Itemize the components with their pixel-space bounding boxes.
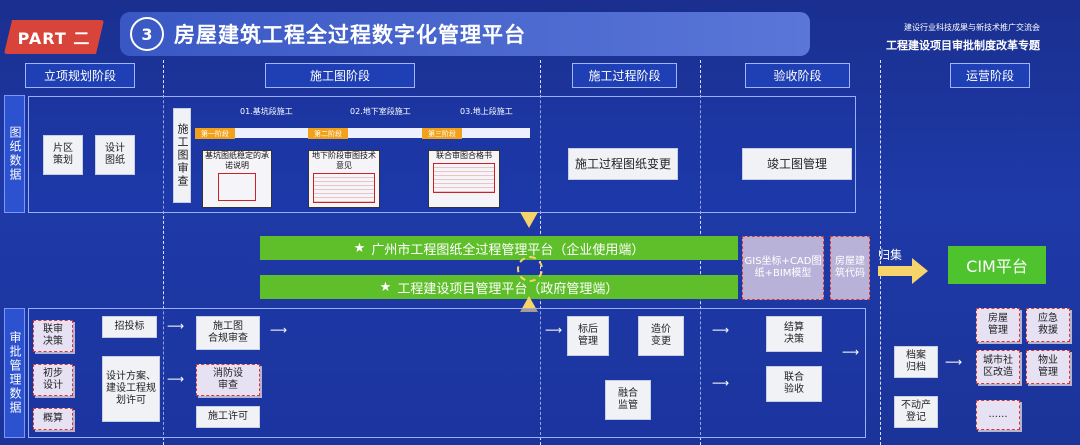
cert-basement-opinion-title: 地下阶段审图技术意见 bbox=[312, 151, 376, 170]
approval-item-archiving: 档案 归档 bbox=[894, 346, 938, 378]
stage-header-lixiang: 立项规划阶段 bbox=[25, 63, 135, 88]
phase-chip-2: 第二阶段 bbox=[308, 128, 348, 139]
arrow-right-icon: ⟶ bbox=[167, 372, 185, 386]
title-bar: 3 房屋建筑工程全过程数字化管理平台 bbox=[120, 12, 810, 56]
arrow-right-icon bbox=[912, 258, 928, 284]
cert-joint-review-title: 联合审图合格书 bbox=[436, 151, 492, 160]
side-label-drawings: 图纸数据 bbox=[4, 95, 25, 213]
sync-cycle-icon bbox=[517, 256, 543, 282]
star-icon: ★ bbox=[353, 240, 366, 256]
arrow-down-icon bbox=[520, 212, 538, 228]
arrow-right-icon: ⟶ bbox=[945, 355, 963, 369]
drawing-item-design: 设计 图纸 bbox=[95, 135, 135, 175]
stage-divider bbox=[163, 60, 164, 445]
collect-label: 归集 bbox=[878, 248, 903, 262]
arrow-right-icon: ⟶ bbox=[712, 323, 730, 337]
arrow-right-icon: ⟶ bbox=[167, 319, 185, 333]
stage-header-operation: 运营阶段 bbox=[950, 63, 1030, 88]
approval-item-preliminary-design: 初步 设计 bbox=[33, 364, 73, 396]
phase-chip-1: 第一阶段 bbox=[195, 128, 235, 139]
approval-item-post-bid-management: 标后 管理 bbox=[567, 316, 609, 356]
document-thumbnail-icon bbox=[433, 163, 495, 193]
approval-item-settlement: 结算 决策 bbox=[766, 316, 822, 352]
phase-label-2: 02.地下室段施工 bbox=[350, 107, 411, 116]
gis-cad-bim-box: GIS坐标+CAD图纸+BIM模型 bbox=[742, 236, 824, 300]
cert-joint-review: 联合审图合格书 bbox=[428, 150, 500, 208]
operation-item-more: ...... bbox=[976, 400, 1020, 430]
cert-basement-opinion: 地下阶段审图技术意见 bbox=[308, 150, 380, 208]
collect-arrow-shaft bbox=[878, 266, 914, 276]
operation-item-emergency: 应急 救援 bbox=[1026, 308, 1070, 342]
arrow-right-icon: ⟶ bbox=[712, 376, 730, 390]
building-code-box: 房屋建筑代码 bbox=[830, 236, 870, 300]
approval-item-joint-decision: 联审 决策 bbox=[33, 320, 73, 352]
side-label-approval-text: 审批管理数据 bbox=[8, 331, 22, 415]
part-badge: PART 二 bbox=[4, 20, 104, 54]
approval-item-integrated-supervision: 融合 监管 bbox=[605, 380, 651, 420]
operation-item-community-renewal: 城市社 区改造 bbox=[976, 350, 1020, 384]
approval-panel bbox=[28, 308, 866, 438]
document-thumbnail-icon bbox=[313, 173, 375, 203]
phase-label-1: 01.基坑段施工 bbox=[240, 107, 293, 116]
arrow-right-icon: ⟶ bbox=[270, 323, 288, 337]
phase-chip-3: 第三阶段 bbox=[422, 128, 462, 139]
stage-divider bbox=[880, 60, 881, 445]
stage-header-process: 施工过程阶段 bbox=[572, 63, 677, 88]
star-icon: ★ bbox=[379, 279, 392, 295]
approval-item-property-registration: 不动产 登记 bbox=[894, 396, 938, 428]
approval-item-budget: 概算 bbox=[33, 408, 73, 430]
approval-item-fire-review: 消防设 审查 bbox=[196, 364, 260, 396]
as-built-drawing-management: 竣工图管理 bbox=[742, 148, 852, 180]
operation-item-property-management: 物业 管理 bbox=[1026, 350, 1070, 384]
government-platform-label: 工程建设项目管理平台（政府管理端） bbox=[397, 281, 619, 297]
arrow-right-icon: ⟶ bbox=[842, 345, 860, 359]
enterprise-platform-label: 广州市工程图纸全过程管理平台（企业使用端） bbox=[371, 242, 645, 258]
page-title: 房屋建筑工程全过程数字化管理平台 bbox=[174, 23, 526, 47]
stage-header-shigongtu: 施工图阶段 bbox=[265, 63, 415, 88]
cert-foundation-commitment-title: 基坑图纸稳定的承诺说明 bbox=[205, 151, 269, 170]
approval-item-construction-permit: 施工许可 bbox=[196, 406, 260, 428]
phase-timeline bbox=[195, 128, 530, 138]
arrow-right-icon: ⟶ bbox=[545, 323, 563, 337]
enterprise-platform-bar: ★ 广州市工程图纸全过程管理平台（企业使用端） bbox=[260, 236, 738, 260]
cim-platform: CIM平台 bbox=[948, 246, 1046, 284]
theme-line: 工程建设项目审批制度改革专题 bbox=[886, 39, 1040, 52]
approval-item-bidding: 招投标 bbox=[102, 316, 157, 338]
part-label: PART 二 bbox=[17, 29, 91, 48]
operation-item-housing: 房屋 管理 bbox=[976, 308, 1020, 342]
phase-label-3: 03.地上段施工 bbox=[460, 107, 513, 116]
drawing-item-area-planning: 片区 策划 bbox=[43, 135, 83, 175]
approval-item-joint-acceptance: 联合 验收 bbox=[766, 366, 822, 402]
org-line: 建设行业科技成果与新技术推广交流会 bbox=[904, 23, 1040, 32]
title-number: 3 bbox=[130, 17, 164, 51]
stamp-icon bbox=[218, 173, 256, 201]
approval-item-planning-permit: 设计方案、建设工程规划许可 bbox=[102, 356, 160, 422]
approval-item-compliance-review: 施工图 合规审查 bbox=[196, 316, 260, 350]
process-drawing-change: 施工过程图纸变更 bbox=[568, 148, 678, 180]
cert-foundation-commitment: 基坑图纸稳定的承诺说明 bbox=[202, 150, 272, 208]
government-platform-bar: ★ 工程建设项目管理平台（政府管理端） bbox=[260, 275, 738, 299]
approval-item-cost-change: 造价 变更 bbox=[638, 316, 684, 356]
stage-header-acceptance: 验收阶段 bbox=[745, 63, 850, 88]
side-label-drawings-text: 图纸数据 bbox=[8, 126, 22, 182]
shigongtu-review-label: 施工图审查 bbox=[173, 108, 191, 203]
side-label-approval: 审批管理数据 bbox=[4, 308, 25, 438]
